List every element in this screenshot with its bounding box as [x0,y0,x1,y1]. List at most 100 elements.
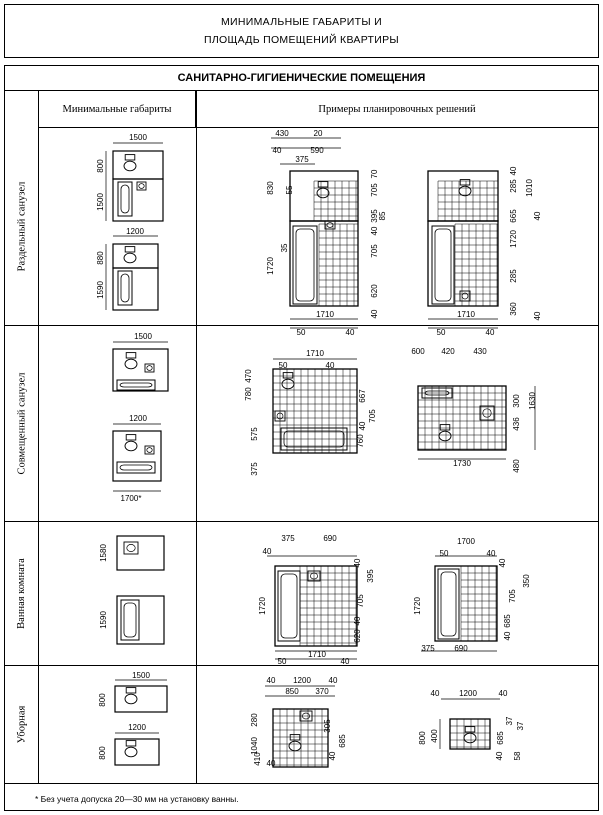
dimension-label: 690 [454,644,468,653]
bathtub [120,599,140,641]
dimension-label: 70 [370,169,379,178]
document-title-box: МИНИМАЛЬНЫЕ ГАБАРИТЫ И ПЛОЩАДЬ ПОМЕЩЕНИЙ… [4,4,599,58]
room-wall [116,535,165,571]
dimension-label: 40 [358,421,367,430]
toilet-tank [289,734,301,741]
dimension-label: 780 [244,387,253,401]
column-header-layout-examples: Примеры планировочных решений [196,91,598,128]
toilet-tank [459,179,471,186]
dimension-label: 305 [323,719,332,733]
dimension-label: 360 [509,302,518,316]
bathtub-inner [434,228,452,302]
dimension-label: 40 [487,549,496,558]
dimension-label: 395 [370,209,379,223]
row-divider-3 [5,665,598,666]
dimension-label: 40 [329,676,338,685]
title-line-1: МИНИМАЛЬНЫЕ ГАБАРИТЫ И [221,16,382,28]
dimension-label: 50 [297,328,306,337]
bathtub [431,225,455,305]
dimension-label: 830 [266,181,275,195]
dimension-label: 1200 [126,227,144,236]
tile-grid [460,565,497,641]
bathtub [437,568,460,640]
bath-room-wall [112,267,159,311]
washbasin-bowl [276,412,284,420]
dimension-label: 40 [267,676,276,685]
dimension-label: 420 [441,347,455,356]
dimension-label: 410 [253,752,262,766]
title-line-2: ПЛОЩАДЬ ПОМЕЩЕНИЙ КВАРТИРЫ [204,34,399,46]
dimension-label: 40 [273,146,282,155]
bathtub-inner [119,382,153,388]
dimension-label: 690 [323,534,337,543]
dimension-label: 1500 [134,332,152,341]
bath-room-wall [289,220,359,307]
washbasin-bowl [310,572,318,580]
dimension-label: 50 [437,328,446,337]
washbasin [123,541,139,555]
footnote: * Без учета допуска 20—30 мм на установк… [35,794,239,804]
dimension-label: 1200 [128,723,146,732]
dimension-label: 40 [503,631,512,640]
dimension-label: 1710 [457,310,475,319]
toilet-bowl [316,187,330,199]
dimension-label: 40 [498,558,507,567]
dimension-label: 850 [285,687,299,696]
tile-grid [454,223,498,306]
dimension-label: 20 [314,129,323,138]
dimension-label: 40 [346,328,355,337]
washbasin-bowl [461,292,469,300]
sanitary-rooms-table: САНИТАРНО-ГИГИЕНИЧЕСКИЕ ПОМЕЩЕНИЯ Минима… [4,65,599,811]
row-divider-1 [5,325,598,326]
dimension-label: 58 [513,751,522,760]
toilet-tank [125,352,137,359]
dimension-label: 470 [244,369,253,383]
washbasin [324,220,336,230]
tile-grid [313,180,358,221]
row-divider-2 [5,521,598,522]
dimension-label: 40 [370,226,379,235]
toilet-room-wall [289,170,359,222]
room-wall [272,708,329,768]
bathtub-inner [280,573,298,639]
bathtub-inner [120,184,130,214]
dimension-label: 1700 [457,537,475,546]
bathtub-inner [283,430,345,448]
dimension-label: 375 [281,534,295,543]
dimension-label: 480 [512,459,521,473]
room-wall [449,718,491,750]
dimension-label: 50 [279,361,288,370]
room-wall [112,430,162,482]
bathtub-inner [295,228,315,302]
dimension-label: 1200 [129,414,147,423]
dimension-label: 285 [509,179,518,193]
dimension-label: 665 [509,209,518,223]
row-divider-4 [5,783,598,784]
tile-grid [299,565,357,646]
dimension-label: 375 [250,462,259,476]
dimension-label: 705 [508,589,517,603]
bathtub [421,387,453,399]
dimension-label: 1720 [413,597,422,615]
dimension-label: 1590 [96,281,105,299]
dimension-label: 1710 [308,650,326,659]
dimension-label: 685 [338,734,347,748]
dimension-label: 40 [328,751,337,760]
washbasin [299,710,313,722]
dimension-label: 40 [341,657,350,666]
tile-grid [272,708,328,767]
dimension-label: 375 [295,155,309,164]
dimension-label: 85 [378,211,387,220]
column-divider-2 [196,91,197,783]
dimension-label: 1500 [129,133,147,142]
room-wall [274,565,358,647]
washbasin [479,405,495,421]
dimension-label: 1720 [266,257,275,275]
dimension-label: 350 [522,574,531,588]
bathtub-inner [120,273,130,303]
dimension-label: 1200 [293,676,311,685]
dimension-label: 590 [310,146,324,155]
